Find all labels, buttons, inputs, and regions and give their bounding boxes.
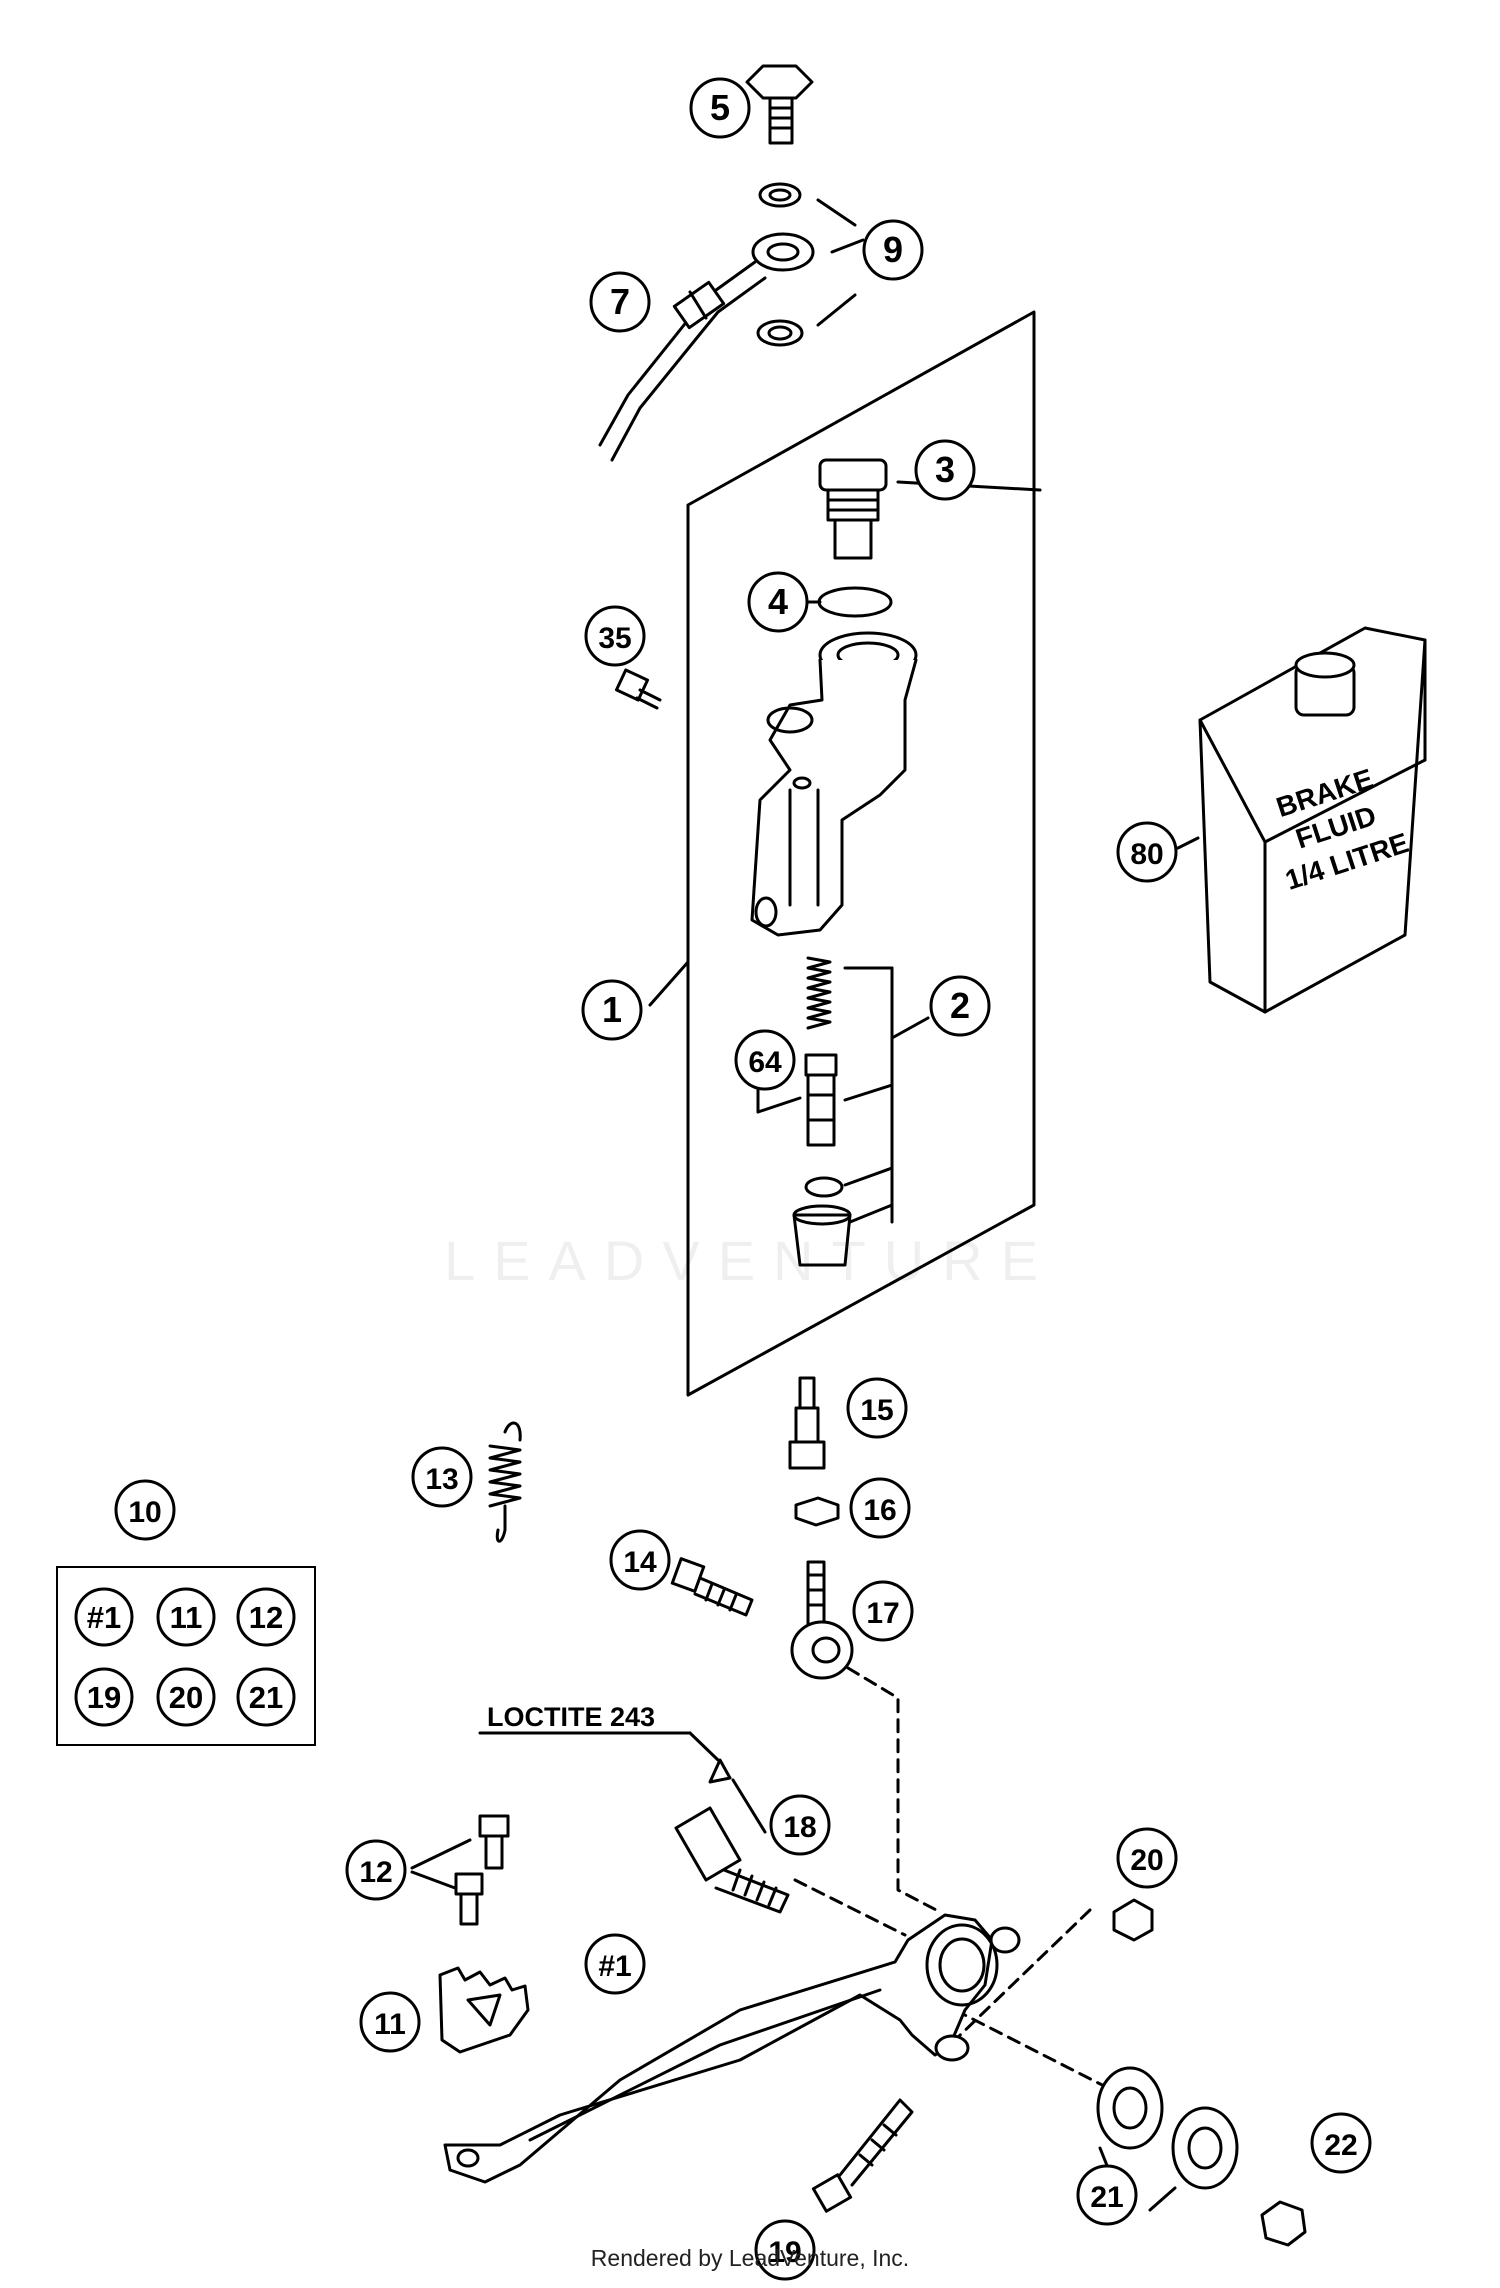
banjo-bolt-part — [745, 64, 814, 145]
pivot-bolt-part — [478, 1731, 790, 1914]
callout-circle-c20 — [1116, 1827, 1178, 1889]
callout-circle-c22 — [1310, 2112, 1372, 2174]
reservoir-cap-part — [818, 458, 888, 560]
callout-circle-c7 — [589, 271, 651, 333]
callout-circle-c15 — [846, 1377, 908, 1439]
pushrod-part — [788, 1376, 826, 1470]
callout-circle-c21 — [1076, 2164, 1138, 2226]
callout-label-c16: 16 — [863, 1494, 896, 1527]
kit-item-label: 21 — [249, 1680, 283, 1715]
callout-circle-c17 — [852, 1580, 914, 1642]
callout-label-c19: 19 — [768, 2236, 801, 2269]
callout-label-c80: 80 — [1130, 838, 1163, 871]
loctite-note: LOCTITE 243 — [487, 1702, 655, 1732]
kit-item-label: #1 — [87, 1600, 121, 1635]
callout-circle-c12 — [345, 1839, 407, 1901]
callout-circle-c64 — [734, 1029, 796, 1091]
callout-label-c3: 3 — [935, 449, 955, 490]
kit-item-circle — [236, 1587, 296, 1647]
callout-label-c12: 12 — [359, 1856, 392, 1889]
callout-circle-c35 — [584, 605, 646, 667]
nut-part — [794, 1496, 840, 1527]
kit-item-circle — [74, 1587, 134, 1647]
nut-part-22 — [1260, 2200, 1307, 2247]
return-spring-part — [488, 1421, 522, 1543]
callout-label-c21: 21 — [1090, 2181, 1123, 2214]
callout-label-c17: 17 — [866, 1597, 899, 1630]
o-ring-part — [817, 586, 893, 618]
kit-item-circle — [156, 1587, 216, 1647]
master-cylinder-body — [750, 631, 918, 937]
callout-label-c10: 10 — [128, 1496, 161, 1529]
callout-label-c22: 22 — [1324, 2129, 1357, 2162]
callout-label-c18: 18 — [783, 1811, 816, 1844]
callout-circle-c2 — [929, 975, 991, 1037]
callout-label-c35: 35 — [598, 622, 631, 655]
kit-item-label: 12 — [249, 1600, 283, 1635]
assembly-frame — [686, 310, 1036, 1397]
callout-label-c11: 11 — [374, 2008, 406, 2041]
brake-hose-part — [598, 232, 815, 462]
kit-item-label: 11 — [170, 1600, 203, 1635]
callout-circle-c3 — [914, 439, 976, 501]
callout-label-c64: 64 — [748, 1046, 782, 1079]
callout-label-c5: 5 — [710, 87, 730, 128]
screw-part-12 — [410, 1814, 510, 1926]
callout-label-c15: 15 — [860, 1394, 893, 1427]
footer-credit: Rendered by LeadVenture, Inc. — [590, 2245, 910, 2271]
clevis-part — [790, 1560, 854, 1680]
callout-label-c13: 13 — [425, 1463, 458, 1496]
callout-circle-c11 — [359, 1991, 421, 2053]
watermark: LEADVENTURE — [444, 1229, 1056, 1292]
callout-label-c4: 4 — [768, 581, 788, 622]
kit-item-circle — [156, 1667, 216, 1727]
brake-pedal-arm — [443, 1913, 1021, 2184]
callout-circle-c13 — [411, 1446, 473, 1508]
callout-label-c1: 1 — [602, 989, 622, 1030]
callout-circle-c16 — [849, 1477, 911, 1539]
brake-fluid-can — [1198, 626, 1427, 1014]
kit-item-label: 20 — [169, 1680, 203, 1715]
callout-label-c7: 7 — [610, 281, 630, 322]
piston-kit-part — [756, 956, 930, 1267]
kit-box — [56, 1566, 316, 1746]
callout-circle-c4 — [747, 571, 809, 633]
bolt-part-14 — [670, 1557, 754, 1617]
callout-circle-c10 — [114, 1479, 176, 1541]
callout-label-c9: 9 — [883, 229, 903, 270]
callout-circle-c9 — [862, 219, 924, 281]
callout-label-c2: 2 — [950, 985, 970, 1026]
nut-part-20 — [1112, 1898, 1154, 1942]
kit-item-circle — [74, 1667, 134, 1727]
callout-label-c20: 20 — [1130, 1844, 1163, 1877]
callout-circle-c1 — [581, 979, 643, 1041]
callout-circle-c80 — [1116, 821, 1178, 883]
bearing-parts — [1096, 2066, 1239, 2212]
kit-item-circle — [236, 1667, 296, 1727]
callout-circle-c1b — [584, 1933, 646, 1995]
bolt-part-19 — [811, 2098, 914, 2213]
screw-part — [614, 668, 662, 710]
callout-label-c1b: #1 — [598, 1950, 631, 1983]
brake-pedal-tip — [438, 1966, 530, 2054]
callout-label-c14: 14 — [623, 1546, 657, 1579]
callout-circle-c19 — [754, 2219, 816, 2281]
callout-circle-c5 — [689, 77, 751, 139]
callout-circle-c18 — [769, 1794, 831, 1856]
washer-parts — [756, 182, 857, 347]
kit-item-label: 19 — [87, 1680, 121, 1715]
callout-circle-c14 — [609, 1529, 671, 1591]
